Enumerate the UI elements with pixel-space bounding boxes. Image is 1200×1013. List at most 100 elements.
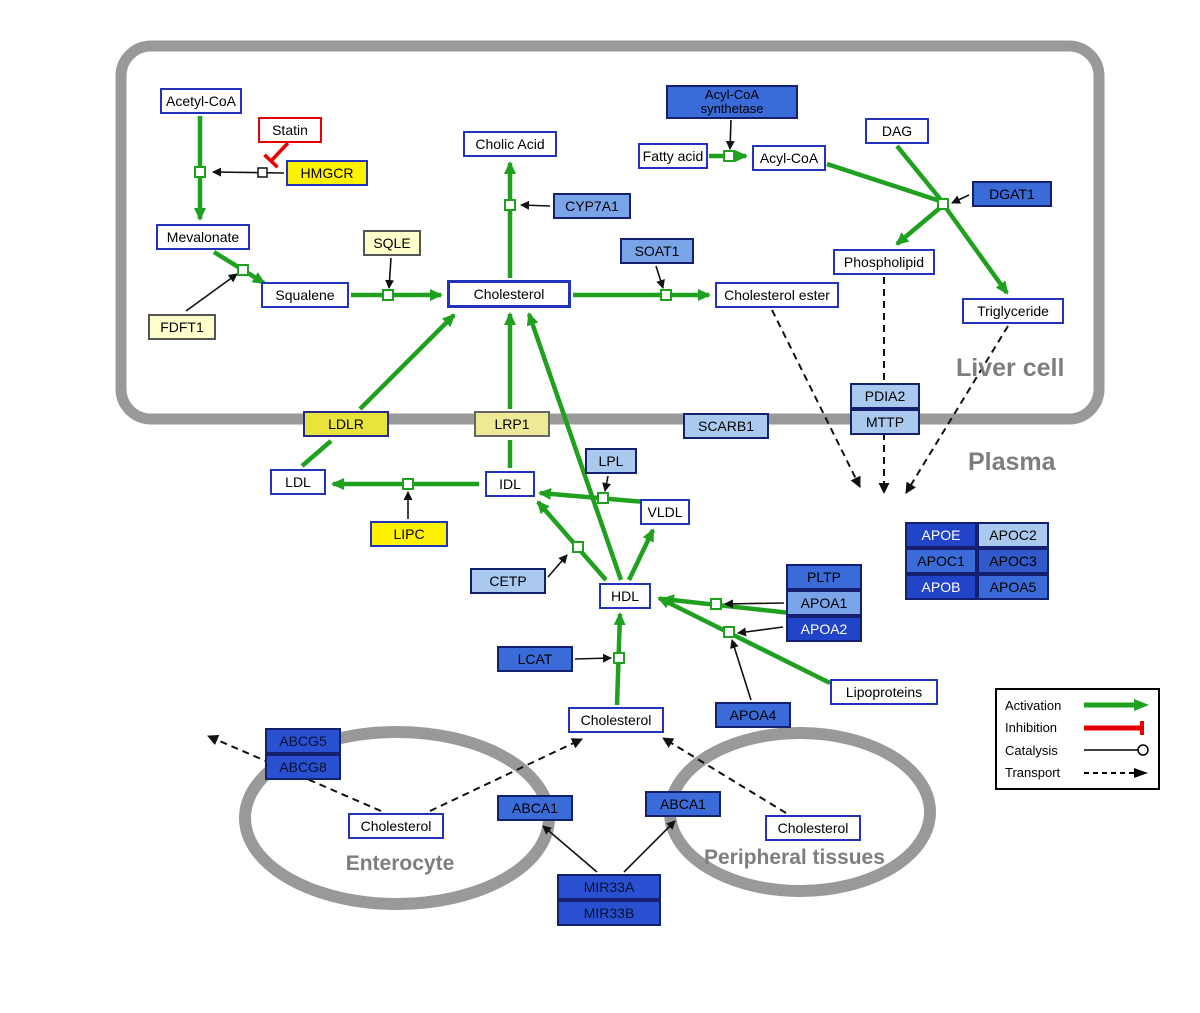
cholic-acid-node[interactable]: Cholic Acid — [463, 131, 557, 157]
dgat1-node[interactable]: DGAT1 — [972, 181, 1052, 207]
mevalonate-node[interactable]: Mevalonate — [156, 224, 250, 250]
liver-cell-outline — [115, 40, 1105, 425]
cat-apoa4 — [730, 639, 752, 701]
lpl-node[interactable]: LPL — [585, 448, 637, 474]
cat-acylcoa-synthetase — [725, 119, 735, 150]
apoa5-node[interactable]: APOA5 — [977, 574, 1049, 600]
apoa2-node[interactable]: APOA2 — [786, 616, 862, 642]
t-peripheral-plasma — [662, 737, 787, 814]
rn-apoa4 — [723, 626, 735, 638]
pltp-node[interactable]: PLTP — [786, 564, 862, 590]
e-acylcoa-junction — [826, 161, 941, 204]
apoc3-node[interactable]: APOC3 — [977, 548, 1049, 574]
liver-cell-label: Liver cell — [956, 354, 1065, 382]
fdft1-node[interactable]: FDFT1 — [148, 314, 216, 340]
lrp1-node[interactable]: LRP1 — [474, 411, 550, 437]
apoc2-node[interactable]: APOC2 — [977, 522, 1049, 548]
activation-arrow-icon — [1084, 699, 1149, 712]
cat-sqle — [385, 257, 395, 289]
apoa4-node[interactable]: APOA4 — [715, 702, 791, 728]
cat-lcat — [574, 653, 612, 663]
sqle-node[interactable]: SQLE — [363, 230, 421, 256]
vldl-node[interactable]: VLDL — [640, 499, 690, 525]
scarb1-node[interactable]: SCARB1 — [683, 413, 769, 439]
statin-node[interactable]: Statin — [258, 117, 322, 143]
rn-dgat1 — [937, 198, 949, 210]
rn-sqle — [382, 289, 394, 301]
triglyceride-node[interactable]: Triglyceride — [962, 298, 1064, 324]
transport-arrow-icon — [1084, 767, 1148, 778]
enterocyte-label: Enterocyte — [345, 852, 455, 875]
rn-fdft1 — [237, 264, 249, 276]
edge-segment — [194, 150, 949, 664]
hmgcr-node[interactable]: HMGCR — [286, 160, 368, 186]
legend-catalysis-label: Catalysis — [1005, 742, 1058, 758]
apob-node[interactable]: APOB — [905, 574, 977, 600]
e-hdl-cholesterol-liver — [526, 312, 624, 581]
acetyl-coa-node[interactable]: Acetyl-CoA — [160, 88, 242, 114]
abcg8-node[interactable]: ABCG8 — [265, 754, 341, 780]
dag-node[interactable]: DAG — [865, 118, 929, 144]
e-junction-phospholipid — [895, 205, 943, 246]
legend-row-activation: Activation — [1005, 698, 1150, 713]
inhib-statin — [269, 141, 290, 163]
lipoproteins-node[interactable]: Lipoproteins — [830, 679, 938, 705]
pdia2-node[interactable]: PDIA2 — [850, 383, 920, 409]
idl-node[interactable]: IDL — [485, 471, 535, 497]
cat-cetp — [547, 554, 568, 578]
cat-lpl — [602, 475, 611, 492]
legend: Activation Inhibition Catalysis Transpor… — [995, 688, 1160, 790]
abca1-left-node[interactable]: ABCA1 — [497, 795, 573, 821]
soat1-node[interactable]: SOAT1 — [620, 238, 694, 264]
reg-mir33-abca1-right — [623, 820, 676, 873]
rn-lipc — [402, 478, 414, 490]
inhibition-tee-icon — [1084, 720, 1144, 735]
phospholipid-node[interactable]: Phospholipid — [833, 249, 935, 275]
peripheral-tissues-label: Peripheral tissues — [704, 846, 885, 869]
legend-transport-label: Transport — [1005, 765, 1061, 781]
t-triglyceride-plasma — [905, 325, 1009, 494]
ldlr-node[interactable]: LDLR — [303, 411, 389, 437]
e-dag-junction — [895, 144, 943, 202]
apoc1-node[interactable]: APOC1 — [905, 548, 977, 574]
cetp-node[interactable]: CETP — [470, 568, 546, 594]
mir33a-node[interactable]: MIR33A — [557, 874, 661, 900]
t-enterocyte-plasma — [429, 738, 583, 812]
acyl-coa-synthetase-node[interactable]: Acyl-CoA synthetase — [666, 85, 798, 119]
cholesterol-liver-node[interactable]: Cholesterol — [447, 280, 571, 308]
rn-lcat — [613, 652, 625, 664]
abcg5-node[interactable]: ABCG5 — [265, 728, 341, 754]
apoa1-node[interactable]: APOA1 — [786, 590, 862, 616]
t-cholesterylester-plasma — [771, 309, 861, 488]
plasma-label: Plasma — [968, 448, 1056, 476]
lcat-node[interactable]: LCAT — [497, 646, 573, 672]
lipc-node[interactable]: LIPC — [370, 521, 448, 547]
cholesterol-enterocyte-node[interactable]: Cholesterol — [348, 813, 444, 839]
edge-segment — [194, 116, 1009, 706]
cat-dgat1 — [951, 194, 970, 204]
abca1-right-node[interactable]: ABCA1 — [645, 791, 721, 817]
catalysis-circle-icon — [1084, 744, 1149, 756]
legend-row-transport: Transport — [1005, 765, 1150, 780]
apoe-node[interactable]: APOE — [905, 522, 977, 548]
mir33b-node[interactable]: MIR33B — [557, 900, 661, 926]
fatty-acid-node[interactable]: Fatty acid — [638, 143, 708, 169]
cholesterol-peripheral-node[interactable]: Cholesterol — [765, 815, 861, 841]
cyp7a1-node[interactable]: CYP7A1 — [553, 193, 631, 219]
cat-apoa2 — [737, 626, 784, 637]
cholesterol-ester-node[interactable]: Cholesterol ester — [715, 282, 839, 308]
inhib-statin-bar — [263, 153, 279, 169]
legend-activation-label: Activation — [1005, 697, 1062, 713]
rn-lpl — [597, 492, 609, 504]
acyl-coa-node[interactable]: Acyl-CoA — [752, 145, 826, 171]
legend-row-inhibition: Inhibition — [1005, 720, 1150, 735]
squalene-node[interactable]: Squalene — [261, 282, 349, 308]
cholesterol-plasma-node[interactable]: Cholesterol — [568, 707, 664, 733]
ldl-node[interactable]: LDL — [270, 469, 326, 495]
mttp-node[interactable]: MTTP — [850, 409, 920, 435]
hdl-node[interactable]: HDL — [599, 583, 651, 609]
cat-soat1 — [655, 265, 665, 289]
rn-cyp7a1 — [504, 199, 516, 211]
